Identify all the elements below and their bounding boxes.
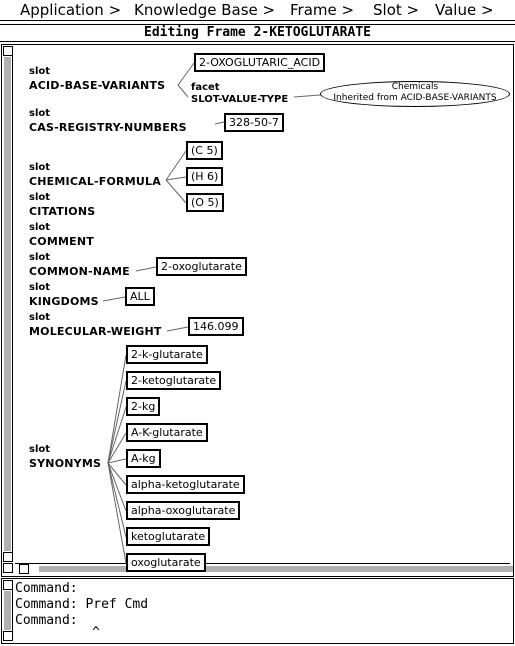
slot-common-name[interactable]: COMMON-NAME [29, 265, 130, 278]
slot-cas-registry-numbers[interactable]: CAS-REGISTRY-NUMBERS [29, 121, 187, 134]
command-line: Command: Pref Cmd [15, 597, 149, 612]
vertical-scrollbar[interactable] [3, 46, 13, 562]
value-box[interactable]: 146.099 [188, 317, 244, 336]
slot-keyword: slot [29, 312, 51, 323]
value-box[interactable]: A-K-glutarate [126, 423, 208, 442]
slot-citations[interactable]: CITATIONS [29, 205, 96, 218]
horizontal-scrollbar[interactable] [15, 563, 513, 574]
menu-knowledge-base[interactable]: Knowledge Base > [134, 1, 276, 19]
slot-keyword: slot [29, 444, 51, 455]
text-cursor: ^ [92, 625, 100, 640]
facet-value-oval[interactable]: Chemicals Inherited from ACID-BASE-VARIA… [320, 81, 510, 107]
scroll-left-box[interactable] [19, 564, 29, 574]
value-box[interactable]: 2-k-glutarate [126, 345, 208, 364]
slot-synonyms[interactable]: SYNONYMS [29, 457, 102, 470]
value-box[interactable]: ALL [125, 287, 155, 306]
command-pane[interactable]: Command: Command: Pref Cmd Command: ^ [1, 578, 514, 644]
value-box[interactable]: 2-kg [126, 397, 161, 416]
value-box[interactable]: (H 6) [186, 167, 224, 186]
menu-bar: Application > Knowledge Base > Frame > S… [0, 0, 515, 21]
scroll-up-box[interactable] [3, 580, 13, 590]
slot-keyword: slot [29, 252, 51, 263]
slot-comment[interactable]: COMMENT [29, 235, 94, 248]
value-box[interactable]: 328-50-7 [224, 113, 284, 132]
scroll-up-box[interactable] [3, 46, 13, 56]
slot-keyword: slot [29, 108, 51, 119]
scroll-down-box[interactable] [3, 552, 13, 562]
menu-slot[interactable]: Slot > [373, 1, 420, 19]
horizontal-scroll-thumb[interactable] [39, 566, 513, 572]
value-box[interactable]: oxoglutarate [126, 553, 206, 572]
menu-value[interactable]: Value > [435, 1, 494, 19]
value-box[interactable]: alpha-ketoglutarate [126, 475, 245, 494]
command-line: Command: [15, 581, 78, 596]
slot-keyword: slot [29, 66, 51, 77]
value-box[interactable]: 2-oxoglutarate [156, 257, 247, 276]
value-box[interactable]: (O 5) [186, 193, 224, 212]
command-scroll-thumb[interactable] [4, 591, 11, 630]
vertical-scroll-thumb[interactable] [4, 57, 11, 551]
value-box[interactable]: A-kg [126, 449, 161, 468]
value-box[interactable]: ketoglutarate [126, 527, 211, 546]
facet-inherited-note: Inherited from ACID-BASE-VARIANTS [333, 93, 497, 103]
command-line: Command: [15, 613, 78, 628]
value-box[interactable]: 2-ketoglutarate [126, 371, 222, 390]
frame-title: Editing Frame 2-KETOGLUTARATE [0, 24, 515, 42]
slot-molecular-weight[interactable]: MOLECULAR-WEIGHT [29, 325, 162, 338]
slot-chemical-formula[interactable]: CHEMICAL-FORMULA [29, 175, 161, 188]
command-scrollbar[interactable] [3, 580, 13, 641]
slot-value-links [102, 62, 321, 564]
slot-kingdoms[interactable]: KINGDOMS [29, 295, 99, 308]
menu-frame[interactable]: Frame > [290, 1, 355, 19]
facet-keyword: facet [191, 82, 220, 93]
value-box[interactable]: (C 5) [186, 141, 223, 160]
slot-keyword: slot [29, 192, 51, 203]
value-box[interactable]: 2-OXOGLUTARIC_ACID [194, 53, 326, 72]
slot-acid-base-variants[interactable]: ACID-BASE-VARIANTS [29, 79, 166, 92]
slot-keyword: slot [29, 282, 51, 293]
slot-keyword: slot [29, 162, 51, 173]
scroll-corner-box [3, 563, 13, 573]
facet-value: Chemicals [391, 82, 439, 92]
scroll-down-box[interactable] [3, 631, 13, 641]
menu-application[interactable]: Application > [20, 1, 122, 19]
value-box[interactable]: alpha-oxoglutarate [126, 501, 241, 520]
frame-editor-pane: slot ACID-BASE-VARIANTS 2-OXOGLUTARIC_AC… [1, 44, 514, 577]
facet-slot-value-type[interactable]: SLOT-VALUE-TYPE [191, 94, 289, 105]
slot-keyword: slot [29, 222, 51, 233]
